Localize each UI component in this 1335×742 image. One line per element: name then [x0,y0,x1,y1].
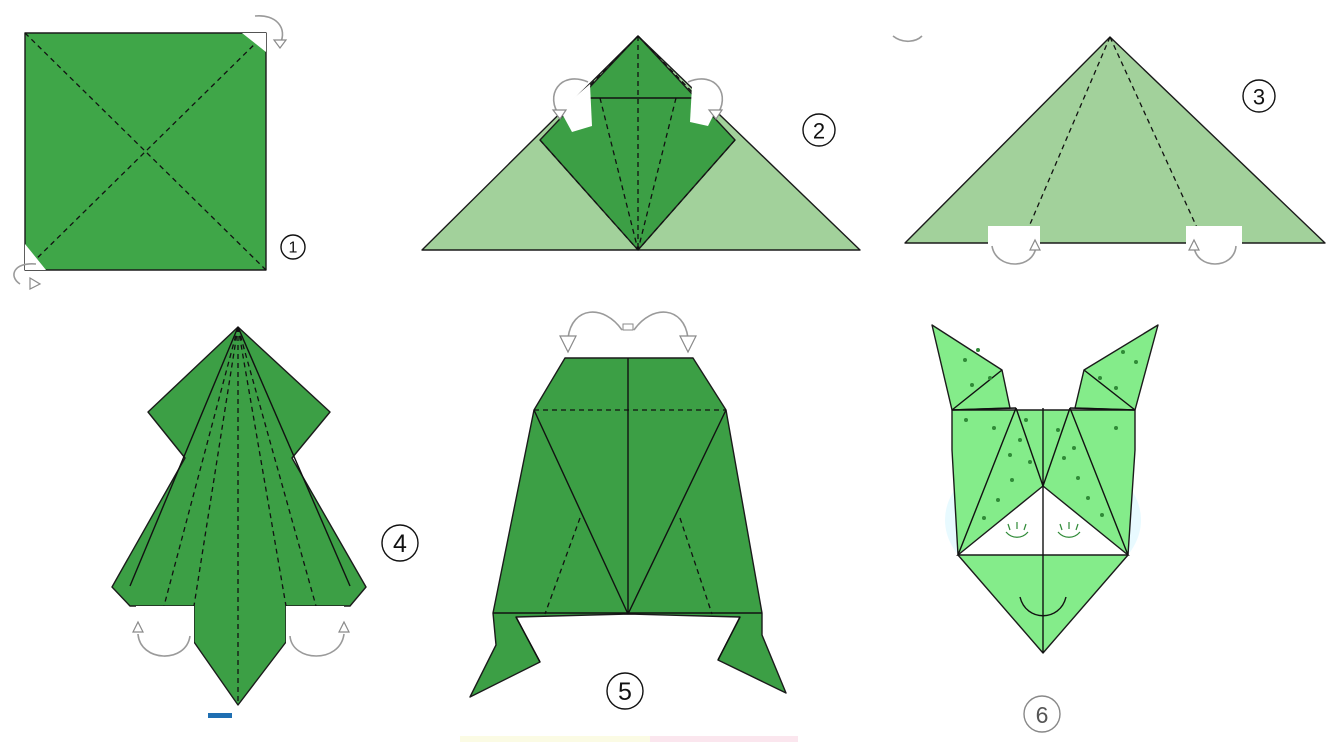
svg-text:2: 2 [813,119,825,144]
step-2-triangle [422,36,860,250]
svg-text:1: 1 [289,240,298,257]
step-4-shape [112,327,366,718]
step-1-square [14,16,286,289]
svg-text:3: 3 [1253,85,1265,110]
step-number-2: 2 [803,114,835,146]
step-3-triangle [893,36,1325,264]
step-number-1: 1 [281,235,305,259]
svg-text:5: 5 [618,678,632,706]
step-6-frog-face [932,325,1158,653]
step-number-4: 4 [382,525,418,561]
svg-text:6: 6 [1036,702,1049,728]
step-number-5: 5 [607,673,643,709]
step-number-6: 6 [1024,696,1060,732]
step-number-3: 3 [1243,80,1275,112]
svg-text:4: 4 [393,530,407,558]
